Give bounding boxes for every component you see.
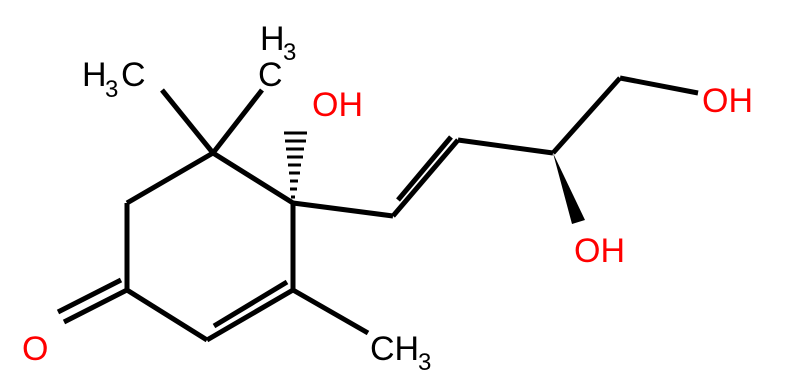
bond-c2-c1 [205, 287, 295, 343]
bond-c7-c8 [391, 138, 460, 218]
methyl-label-bottom: CH 3 [370, 330, 431, 376]
hydroxyl-label-quaternary: OH [312, 86, 363, 124]
ketone-oxygen-label: O [22, 330, 48, 368]
label-3: 3 [283, 39, 296, 66]
label-h: H [82, 56, 107, 94]
label-3: 3 [418, 349, 431, 376]
bond-c3-o-a [62, 287, 129, 325]
label-3: 3 [105, 76, 118, 103]
label-h: H [260, 20, 285, 58]
bond-c2-c1-inner [212, 279, 289, 329]
bond-c7-c8-inner [396, 135, 453, 202]
bond-c3-c2 [125, 287, 209, 343]
bond-c5-c6 [211, 150, 295, 206]
bond-c9-c10 [551, 76, 622, 155]
label-c: C [258, 56, 283, 94]
label-ch: CH [370, 330, 419, 368]
methyl-label-top-left: H 3 C [82, 56, 146, 103]
bond-c5-me-right [211, 88, 264, 155]
bond-c10-o [619, 75, 699, 96]
bond-c3-o-b [56, 277, 123, 315]
methyl-label-top-right: H 3 C [258, 20, 296, 94]
bond-c1-me [291, 287, 370, 336]
label-c: C [121, 56, 146, 94]
bond-c5-me-left [160, 88, 215, 155]
hydroxyl-label-primary: OH [702, 82, 753, 120]
hydroxyl-label-secondary: OH [574, 232, 625, 270]
solid-wedge-c9-oh [553, 153, 585, 224]
hashed-wedge-c6-oh [284, 131, 307, 199]
bond-c8-c9 [457, 137, 554, 156]
bond-c6-c7 [292, 200, 394, 219]
bond-c5-c4 [125, 150, 215, 206]
